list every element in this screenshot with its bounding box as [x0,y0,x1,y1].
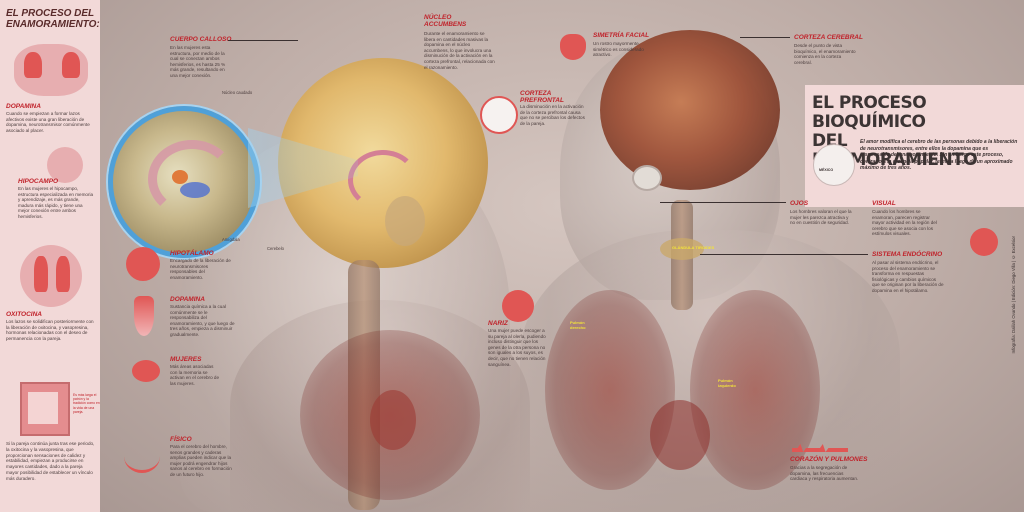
hypothalamus-head-icon [126,247,160,281]
magnified-hippocampus [180,182,210,198]
ojos-leader [660,202,786,203]
nose-icon [502,290,534,322]
right-lung-label: Pulmón derecho [570,320,586,330]
couple-hands-illustration [20,245,82,307]
credit-line: Infografía: Dalilah Ovando | Edición: Di… [1011,236,1016,354]
title-line-1: EL PROCESO BIOQUÍMICO [812,93,927,132]
oxitocina-text: Los lazos se solidifican posteriormente … [6,319,94,341]
hipotalamo-text: Encargado de la liberación de neurotrans… [170,258,231,280]
ojos-text: Los hombres valoran el que la mujer les … [790,209,852,226]
cuerpo-calloso-text: En las mujeres esta estructura, por medi… [170,45,226,78]
nucleo-accumbens-heading: NÚCLEO ACCUMBENS [424,14,467,28]
man-icon [56,256,70,292]
mujeres-heading: MUJERES [170,356,202,363]
woman-heart [370,390,416,450]
left-panel-title: EL PROCESO DEL ENAMORAMIENTO: [6,8,100,30]
corteza-cerebral-leader [740,37,790,38]
corteza-cerebral-heading: CORTEZA CEREBRAL [794,34,863,41]
woman-icon [34,256,48,292]
couple-photo-frame [20,382,70,436]
man-right-lung [545,290,675,490]
endocrino-leader [700,254,868,255]
cuerpo-calloso-leader [228,40,298,41]
man-heart [650,400,710,470]
mujeres-text: Más áreas asociadas con la memoria se ac… [170,364,220,386]
silhouette-icon [124,440,160,473]
nariz-heading: NARIZ [488,320,508,327]
corteza-prefrontal-heading: CORTEZA PREFRONTAL [520,90,564,104]
magnified-amygdala [172,170,188,184]
hipocampo-heading: HIPOCAMPO [18,178,59,185]
cerebellum [385,196,425,246]
dopamina2-heading: DOPAMINA [170,296,205,303]
nariz-text: Una mujer puede escoger a su pareja al o… [488,328,546,367]
sistema-endocrino-text: Al pasar al sistema endócrino, el proces… [872,260,944,293]
magnified-cingulate [148,140,236,218]
nucleo-caudado-label: Núcleo caudado [222,90,253,95]
dopamina-text: Cuando se empiezan a formar lazos afecti… [6,111,90,133]
man-brain [600,30,780,190]
face-mask-icon [560,34,586,60]
thyroid-gland [660,238,704,260]
woman-figure-icon [24,52,42,78]
photo-caption: Es más larga el patrón y la tradición co… [73,393,100,414]
man-left-lung [690,290,820,490]
simetria-facial-text: Un rostro mayormente simétrico es consid… [593,41,644,58]
cuerpo-calloso-heading: CUERPO CALLOSO [170,36,232,43]
mexico-map-icon [813,144,855,186]
sistema-endocrino-heading: SISTEMA ENDÓCRINO [872,251,943,258]
visual-heading: VISUAL [872,200,896,207]
corteza-prefrontal-text: La disminución en la activación de la co… [520,104,585,126]
man-eye [632,165,662,191]
dopamine-release-icon [134,296,154,336]
closing-text: Si la pareja continúa junta tras ese per… [6,441,95,481]
brain-icon [132,360,160,382]
visual-text: Cuando los hombres se enamoran, parecen … [872,209,937,237]
corazon-pulmones-text: Gracias a la segregación de dopamina, la… [790,465,859,482]
ojos-heading: OJOS [790,200,809,207]
fisico-heading: FÍSICO [170,436,192,443]
head-icon [47,147,83,183]
simetria-facial-heading: SIMETRÍA FACIAL [593,32,650,39]
amigdala-label: Amígdala [222,237,240,242]
cerebelo-label: Cerebelo [267,246,284,251]
left-lung-label: Pulmón izquierdo [718,378,736,388]
heart-eyes-emoji-icon [970,228,998,256]
hipocampo-text: En las mujeres el hipocampo, estructura … [18,186,94,219]
man-figure-icon [62,52,80,78]
photo-inner [28,392,58,424]
dopamina2-text: Sustancia química a la cual comúnmente s… [170,304,235,337]
thyroid-label: GLÁNDULA TIROIDES [672,245,715,250]
corteza-cerebral-text: Desde el punto de vista bioquímico, el e… [794,43,856,65]
heartbeat-icon [792,444,848,452]
limbic-system [348,150,418,210]
dopamina-heading: DOPAMINA [6,103,41,110]
head-profile-icon [480,96,518,134]
title-subtitle: El amor modifica el cerebro de las perso… [860,139,1018,172]
fisico-text: Para el cerebro del hombre, senos grande… [170,444,232,477]
mexico-label: MÉXICO [819,168,834,172]
hipotalamo-heading: HIPOTÁLAMO [170,250,214,257]
oxitocina-heading: OXITOCINA [6,311,42,318]
nucleo-accumbens-text: Durante el enamoramiento se libera en ca… [424,31,495,70]
corazon-pulmones-heading: CORAZÓN Y PULMONES [790,456,868,463]
